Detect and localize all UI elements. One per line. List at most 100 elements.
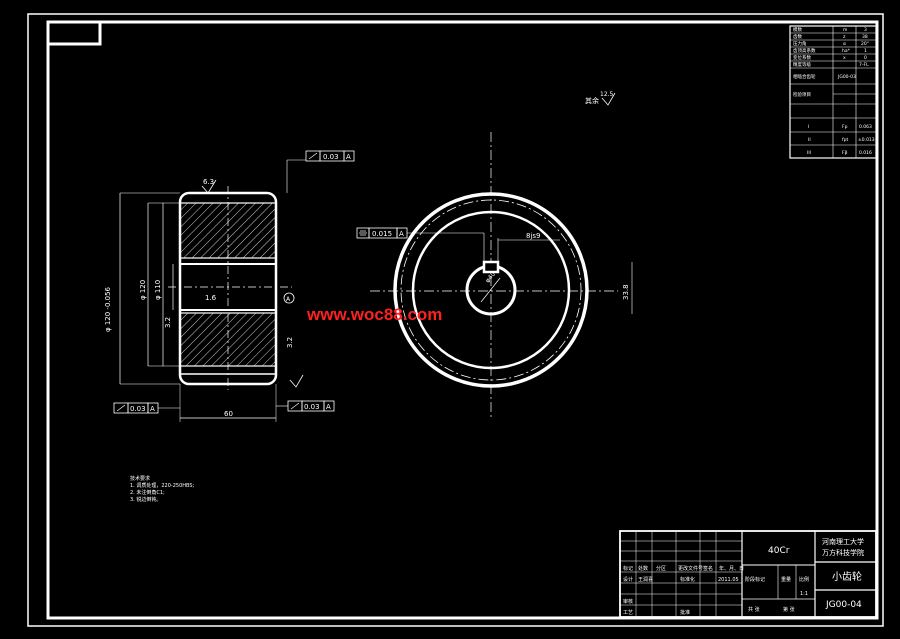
- roughness-top: 6.3: [203, 178, 214, 186]
- polyline-drawing-line: [201, 179, 217, 194]
- title_labels-designer: 王润喜: [638, 576, 653, 583]
- gear_params-rows-4-1: x: [843, 56, 846, 61]
- gear_params-rows-5-2: 7-FL: [859, 62, 869, 68]
- title_labels-sheets_total: 共 张: [748, 606, 760, 613]
- gear_params-pair_label: 相啮合齿轮: [793, 73, 816, 80]
- title_labels-sheet_no: 第 张: [783, 606, 795, 613]
- runout-left-value: 0.03: [130, 405, 146, 413]
- school-line-2: 万方科技学院: [822, 548, 864, 557]
- tip-diameter-dim: φ 120 -0.056: [104, 286, 112, 332]
- gear_params-rows-0-1: m: [843, 28, 847, 33]
- gear_params-group_rows-0-0: I: [808, 124, 809, 130]
- tolerances-datum: A: [326, 403, 331, 411]
- gear_params-group_rows-0-2: 0.063: [859, 124, 872, 130]
- gear-parameter-table: 模数 m 3 齿数 z 38 压力角 α 20° 齿顶高系数 ha* 1 变位系…: [789, 25, 877, 159]
- drawing-border: [46, 20, 879, 620]
- gear_params-rows-5-0: 精度等级: [793, 61, 811, 68]
- title_labels-signature: 签名: [703, 565, 713, 572]
- technical-notes: 技术要求 1. 调质处理，220-250HBS; 2. 未注倒角C1; 3. 锐…: [130, 475, 195, 503]
- gear_params-group_rows-2-1: Fβ: [842, 150, 848, 156]
- notes-line-1: 1. 调质处理，220-250HBS;: [130, 482, 195, 489]
- gear_params-rows-4-2: 0: [864, 55, 867, 61]
- root-diameter-dim: φ 120: [139, 280, 147, 300]
- gear_params-rows-1-1: z: [843, 35, 846, 40]
- gear_params-rows-4-0: 变位系数: [793, 54, 811, 61]
- runout-top-value: 0.03: [323, 153, 339, 161]
- tip-circle: [393, 192, 589, 388]
- gear_params-rows-3-0: 齿顶高系数: [793, 47, 816, 54]
- tolerances-datum: A: [346, 153, 351, 161]
- title_labels-mark: 标记: [623, 565, 633, 572]
- rect-drawing-line: [343, 150, 355, 162]
- gear_params-rows-2-2: 20°: [861, 41, 869, 47]
- title-block: 标记 处数 分区 更改文件号 签名 年、月、日 设计 王润喜 标准化 2011.…: [619, 530, 877, 618]
- rect-drawing-line: [619, 530, 877, 618]
- notes-title: 技术要求: [130, 475, 150, 482]
- key-depth-dim: 33.8: [622, 284, 630, 300]
- roughness-other-label: 其余: [585, 96, 599, 105]
- gear_params-rows-2-1: α: [843, 42, 846, 47]
- outer-frame: [27, 13, 884, 627]
- part-name: 小齿轮: [832, 570, 862, 583]
- rect-drawing-line: [323, 400, 335, 412]
- section-view: φ 120 -0.056 φ 120 φ 110 3.2 60 6.3 1.6 …: [104, 150, 355, 422]
- gear_params-group_rows-1-2: ±0.013: [858, 137, 875, 143]
- watermark: www.woc88.com: [306, 305, 442, 324]
- front-view: φ40 0.015 A 8js9 33.8 其余 12.5: [356, 91, 633, 418]
- line-drawing-line: [308, 152, 318, 160]
- title_labels-stage_mark: 阶段标记: [745, 576, 765, 583]
- runout-right-value: 0.03: [304, 403, 320, 411]
- gear_params-group_label: 检验项目: [793, 91, 811, 98]
- notes-line-3: 3. 锐边倒钝。: [130, 496, 161, 503]
- scale-value: 1:1: [800, 591, 808, 597]
- title_labels-zone: 分区: [656, 565, 666, 572]
- line-drawing-line: [116, 404, 126, 412]
- pitch-circle: [400, 199, 582, 381]
- material: 40Cr: [768, 546, 790, 556]
- gear_params-rows-0-0: 模数: [793, 26, 802, 33]
- position-dim: 8js9: [526, 232, 541, 240]
- drawing-number: JG00-04: [825, 600, 862, 610]
- gear_params-rows-0-2: 3: [864, 27, 867, 33]
- title_labels-design: 设计: [623, 576, 633, 583]
- gear_params-rows-3-1: ha*: [842, 48, 851, 54]
- gear_params-group_rows-1-1: fpt: [842, 137, 848, 143]
- line-drawing-line: [480, 277, 501, 303]
- gear_params-group_rows-2-0: III: [807, 150, 811, 156]
- tolerances-datum: A: [150, 405, 155, 413]
- title_labels-approve: 批准: [680, 609, 690, 616]
- tolerances-datum: A: [399, 230, 404, 238]
- title_labels-date: 年、月、日: [719, 565, 744, 572]
- roughness-bore: 1.6: [205, 294, 217, 302]
- gear_params-group_rows-1-0: II: [808, 137, 811, 143]
- datum-circle: [283, 292, 295, 304]
- school-line-1: 河南理工大学: [822, 537, 864, 546]
- title_labels-date_value: 2011.05: [718, 577, 739, 583]
- keyway-roughness: 3.2: [164, 317, 172, 328]
- line-drawing-line: [290, 402, 300, 410]
- gear_params-group_rows-0-1: Fp: [842, 124, 848, 130]
- hub-circle: [411, 210, 571, 370]
- datum-letter: A: [286, 296, 291, 303]
- width-dim: 60: [224, 410, 233, 418]
- gear_params-group_rows-2-2: 0.016: [859, 150, 872, 156]
- symmetry-value: 0.015: [372, 230, 392, 238]
- keyway: [482, 260, 500, 274]
- bore-diameter-dim: φ 110: [154, 280, 162, 300]
- title_labels-standardize: 标准化: [680, 576, 695, 583]
- title_labels-change_doc: 更改文件号: [678, 565, 703, 572]
- gear_params-pair_code: JG00-03: [837, 74, 856, 80]
- polyline-drawing-line: [601, 92, 616, 106]
- title_labels-scale_label: 比例: [799, 576, 809, 583]
- code-box: [46, 20, 102, 46]
- polyline-drawing-line: [289, 374, 304, 388]
- roughness-other-value: 12.5: [600, 91, 614, 98]
- gear_params-rows-1-2: 38: [862, 34, 868, 40]
- notes-line-2: 2. 未注倒角C1;: [130, 489, 165, 496]
- title_labels-review: 审核: [623, 598, 633, 605]
- title_labels-process: 工艺: [623, 610, 633, 616]
- gear_params-rows-1-0: 齿数: [793, 33, 802, 40]
- title_labels-count: 处数: [638, 565, 648, 572]
- title_labels-weight: 重量: [781, 576, 791, 583]
